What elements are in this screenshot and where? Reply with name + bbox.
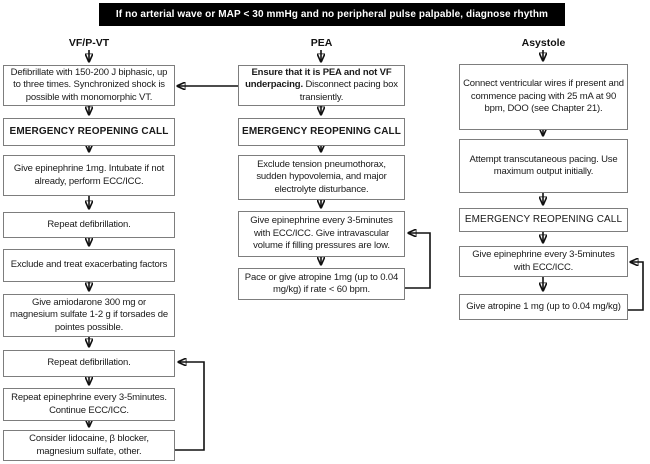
header-banner: If no arterial wave or MAP < 30 mmHg and… <box>99 3 565 26</box>
box-text: Give atropine 1 mg (up to 0.04 mg/kg) <box>466 300 621 312</box>
column-label-vf-pvt: VF/P-VT <box>68 37 110 49</box>
flow-box-vf-repeat-defib-2: Repeat defibrillation. <box>3 350 175 377</box>
box-text-bold: Ensure that it is PEA and not VF underpa… <box>245 66 392 91</box>
flow-box-vf-emergency-call: EMERGENCY REOPENING CALL <box>3 118 175 146</box>
arrow-asys-loopback <box>628 262 644 311</box>
box-text: Give epinephrine every 3-5minutes with E… <box>250 215 393 252</box>
flow-box-vf-epinephrine: Give epinephrine 1mg. Intubate if not al… <box>3 155 175 196</box>
box-text: Exclude and treat exacerbating factors <box>10 259 168 271</box>
flow-box-vf-repeat-defib-1: Repeat defibrillation. <box>3 212 175 238</box>
box-text: Give epinephrine every 3-5minutes with E… <box>472 249 615 273</box>
flow-box-pea-exclude-causes: Exclude tension pneumothorax, sudden hyp… <box>238 155 405 200</box>
box-text: EMERGENCY REOPENING CALL <box>9 125 169 137</box>
box-text: Defibrillate with 150-200 J biphasic, up… <box>10 66 168 103</box>
flow-box-vf-repeat-epinephrine: Repeat epinephrine every 3-5minutes. Con… <box>3 388 175 421</box>
column-label-pea: PEA <box>310 37 333 49</box>
flow-box-asys-atropine: Give atropine 1 mg (up to 0.04 mg/kg) <box>459 294 628 320</box>
flow-box-pea-ensure: Ensure that it is PEA and not VF underpa… <box>238 65 405 106</box>
flow-box-vf-amiodarone: Give amiodarone 300 mg or magnesium sulf… <box>3 294 175 337</box>
column-label-asystole: Asystole <box>521 37 566 49</box>
box-text: Repeat defibrillation. <box>47 357 131 369</box>
box-text: Attempt transcutaneous pacing. Use maxim… <box>469 153 618 178</box>
box-text: Give epinephrine 1mg. Intubate if not al… <box>13 163 165 187</box>
flow-box-pea-emergency-call: EMERGENCY REOPENING CALL <box>238 118 405 146</box>
flow-box-asys-epinephrine: Give epinephrine every 3-5minutes with E… <box>459 246 628 277</box>
box-text: Repeat epinephrine every 3-5minutes. Con… <box>11 392 167 416</box>
flow-box-pea-pace-atropine: Pace or give atropine 1mg (up to 0.04 mg… <box>238 268 405 300</box>
flow-box-pea-epinephrine: Give epinephrine every 3-5minutes with E… <box>238 211 405 257</box>
box-text: Give amiodarone 300 mg or magnesium sulf… <box>10 296 168 333</box>
box-text: Consider lidocaine, β blocker, magnesium… <box>29 433 149 457</box>
flow-box-asys-connect-wires: Connect ventricular wires if present and… <box>459 64 628 130</box>
header-text: If no arterial wave or MAP < 30 mmHg and… <box>115 9 549 20</box>
flow-box-vf-consider-lidocaine: Consider lidocaine, β blocker, magnesium… <box>3 430 175 461</box>
box-text: Pace or give atropine 1mg (up to 0.04 mg… <box>244 271 399 296</box>
box-text: Exclude tension pneumothorax, sudden hyp… <box>256 158 387 195</box>
box-text: Disconnect pacing box transiently. <box>299 79 398 103</box>
flow-box-asys-emergency-call: EMERGENCY REOPENING CALL <box>459 208 628 232</box>
flow-box-asys-transcutaneous-pacing: Attempt transcutaneous pacing. Use maxim… <box>459 139 628 193</box>
arrow-vf-loopback <box>175 362 205 451</box>
flow-box-vf-exacerbating-factors: Exclude and treat exacerbating factors <box>3 249 175 282</box>
box-text: Connect ventricular wires if present and… <box>463 78 624 115</box>
flow-box-vf-defibrillate: Defibrillate with 150-200 J biphasic, up… <box>3 65 175 106</box>
box-text: Repeat defibrillation. <box>47 218 131 230</box>
box-text: EMERGENCY REOPENING CALL <box>242 125 401 137</box>
arrow-pea-loopback <box>405 233 431 289</box>
box-text: EMERGENCY REOPENING CALL <box>464 213 623 225</box>
